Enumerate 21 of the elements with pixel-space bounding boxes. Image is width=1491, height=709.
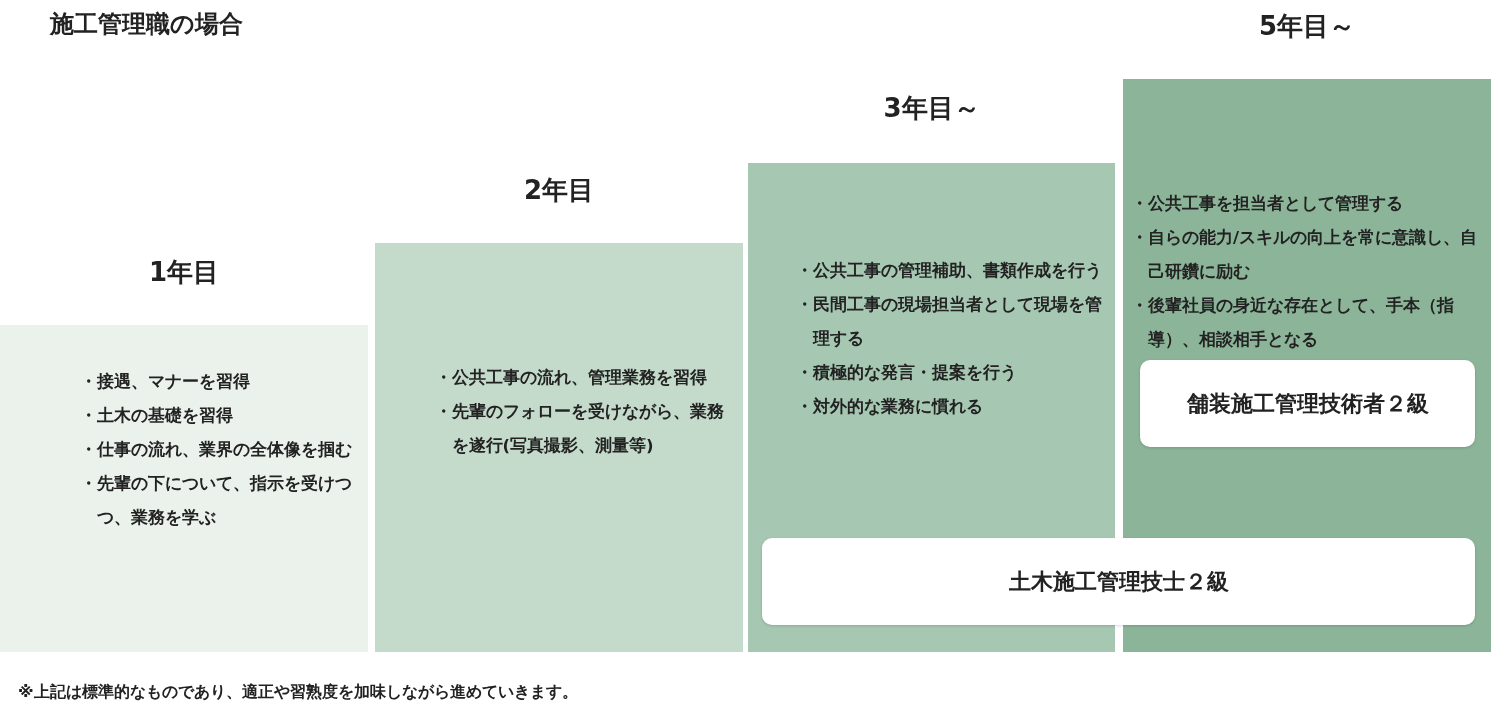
- title: 施工管理職の場合: [50, 9, 243, 40]
- bullet-item: ・自らの能力/スキルの向上を常に意識し、自己研鑽に励む: [1131, 227, 1479, 283]
- bullet-item: ・後輩社員の身近な存在として、手本（指導）、相談相手となる: [1131, 295, 1455, 351]
- bullet-item: ・民間工事の現場担当者として現場を管理する: [796, 294, 1103, 350]
- bullet-item: ・公共工事を担当者として管理する: [1131, 193, 1404, 215]
- bullet-item: ・仕事の流れ、業界の全体像を掴む: [80, 439, 353, 461]
- column-heading: 5年目～: [1257, 10, 1357, 43]
- column-heading: 1年目: [147, 256, 221, 289]
- bullet-item: ・接遇、マナーを習得: [80, 371, 251, 393]
- footnote: ※上記は標準的なものであり、適正や習熟度を加味しながら進めていきます。: [18, 682, 578, 703]
- bullet-item: ・先輩のフォローを受けながら、業務を遂行(写真撮影、測量等): [435, 401, 725, 457]
- bullet-item: ・対外的な業務に慣れる: [796, 396, 984, 418]
- bullet-item: ・先輩の下について、指示を受けつつ、業務を学ぶ: [80, 473, 353, 529]
- qualification-box: 舗装施工管理技術者２級: [1140, 360, 1475, 447]
- bullet-item: ・積極的な発言・提案を行う: [796, 362, 1018, 384]
- bullet-item: ・公共工事の管理補助、書類作成を行う: [796, 260, 1103, 282]
- column-heading: 2年目: [522, 174, 596, 207]
- bullet-item: ・公共工事の流れ、管理業務を習得: [435, 367, 708, 389]
- qualification-box: 土木施工管理技士２級: [762, 538, 1475, 625]
- column-heading: 3年目～: [882, 92, 981, 125]
- bullet-item: ・土木の基礎を習得: [80, 405, 234, 427]
